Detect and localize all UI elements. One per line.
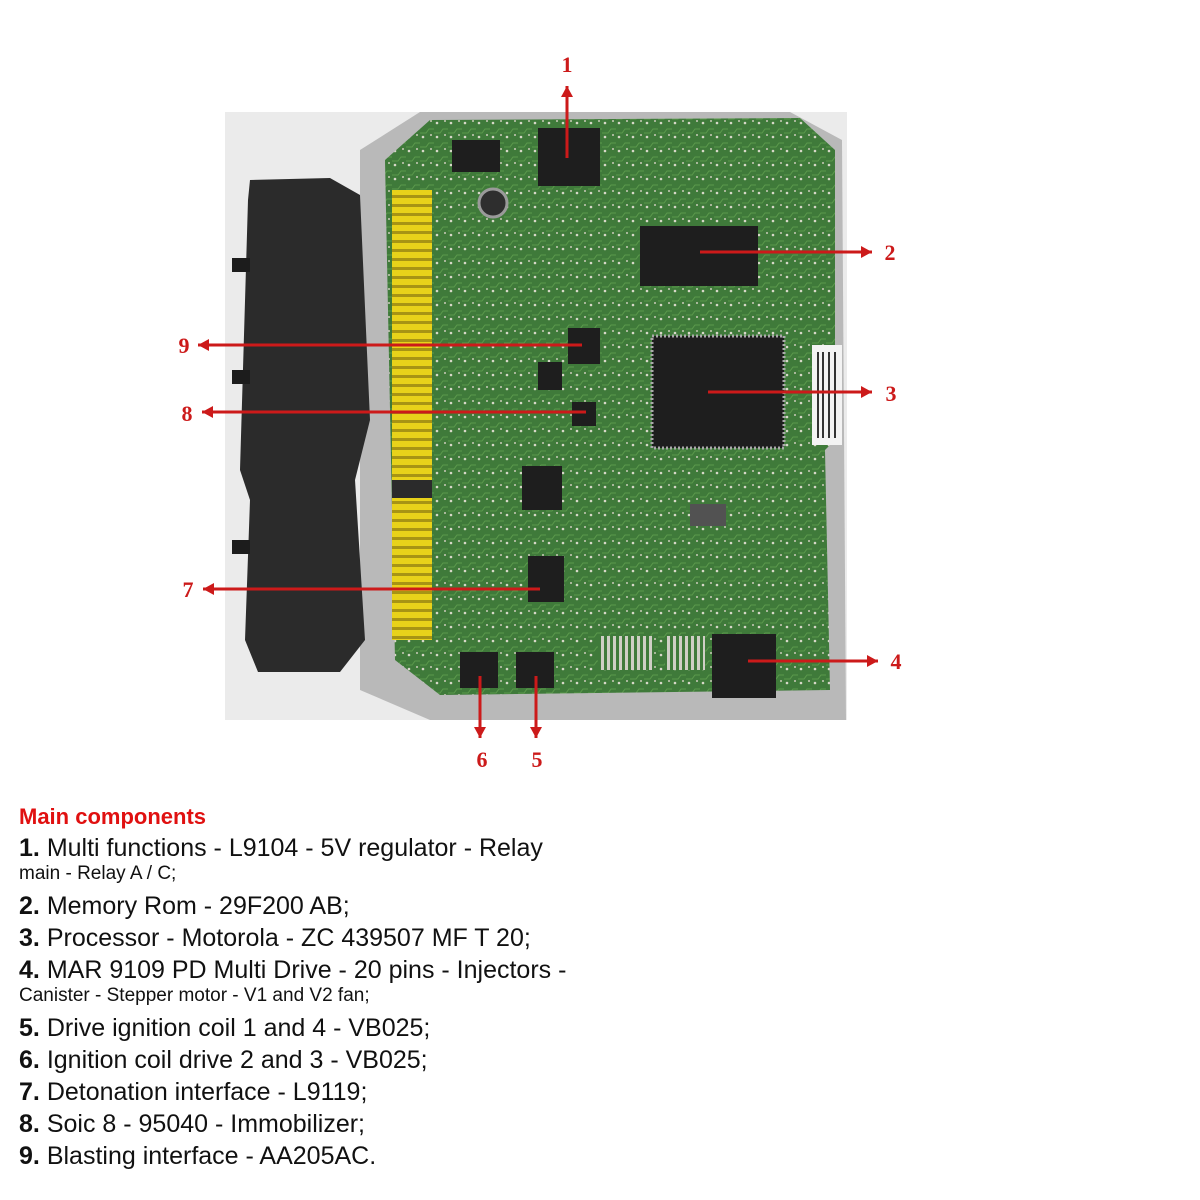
legend-item-number: 3.: [19, 924, 40, 952]
callout-arrowhead-1: [561, 86, 573, 97]
resistor-array-1: [598, 636, 654, 670]
callout-arrowhead-8: [202, 406, 213, 418]
legend-item-text: Processor - Motorola - ZC 439507 MF T 20…: [46, 924, 531, 952]
multi-drive-chip: [712, 634, 776, 698]
legend-item-number: 6.: [19, 1046, 40, 1074]
soic-chip-mid: [538, 362, 562, 390]
legend-item-text: Ignition coil drive 2 and 3 - VB025;: [46, 1046, 428, 1074]
callout-label-7: 7: [183, 577, 194, 602]
legend-item: 1. Multi functions - L9104 - 5V regulato…: [19, 836, 719, 866]
immobilizer-eeprom: [572, 402, 596, 426]
legend-item: 3. Processor - Motorola - ZC 439507 MF T…: [19, 926, 719, 958]
legend-item-text: MAR 9109 PD Multi Drive - 20 pins - Inje…: [46, 956, 567, 984]
callout-arrowhead-3: [861, 386, 872, 398]
callout-label-8: 8: [182, 401, 193, 426]
legend-item-continuation: main - Relay A / C;: [19, 863, 177, 884]
legend-item: 5. Drive ignition coil 1 and 4 - VB025;: [19, 1016, 719, 1048]
legend-item-number: 4.: [19, 956, 40, 984]
callout-label-1: 1: [562, 52, 573, 77]
barcode-label: [812, 345, 842, 445]
components-legend: Main components 1. Multi functions - L91…: [19, 806, 719, 1176]
connector-latch-top: [232, 258, 250, 272]
ecu-connector: [240, 178, 370, 672]
callout-label-5: 5: [532, 747, 543, 772]
pin-strip-gap: [392, 480, 432, 498]
callout-label-6: 6: [477, 747, 488, 772]
callout-arrowhead-9: [198, 339, 209, 351]
callout-arrowhead-4: [867, 655, 878, 667]
crystal: [690, 504, 726, 526]
callout-arrowhead-5: [530, 727, 542, 738]
connector-latch-low: [232, 540, 250, 554]
callout-label-2: 2: [885, 240, 896, 265]
soic-chip-small: [522, 466, 562, 510]
callout-label-9: 9: [179, 333, 190, 358]
legend-item-text: Detonation interface - L9119;: [46, 1078, 368, 1106]
legend-title: Main components: [19, 804, 207, 829]
legend-item: 2. Memory Rom - 29F200 AB;: [19, 894, 719, 926]
legend-item-number: 8.: [19, 1110, 40, 1138]
legend-item: 6. Ignition coil drive 2 and 3 - VB025;: [19, 1048, 719, 1080]
legend-item-number: 7.: [19, 1078, 40, 1106]
legend-item-text: Memory Rom - 29F200 AB;: [46, 892, 350, 920]
legend-item-text: Soic 8 - 95040 - Immobilizer;: [46, 1110, 365, 1138]
capacitor: [477, 187, 509, 219]
legend-item: 8. Soic 8 - 95040 - Immobilizer;: [19, 1112, 719, 1144]
legend-item-number: 9.: [19, 1142, 40, 1170]
legend-item: 4. MAR 9109 PD Multi Drive - 20 pins - I…: [19, 958, 719, 988]
legend-item-text: Drive ignition coil 1 and 4 - VB025;: [46, 1014, 431, 1042]
legend-item: 9. Blasting interface - AA205AC.: [19, 1144, 719, 1176]
memory-rom-chip: [640, 226, 758, 286]
legend-item-text: Blasting interface - AA205AC.: [46, 1142, 377, 1170]
ecu-board-diagram: 1 2 3 4 5 6 7 8 9: [179, 52, 902, 772]
connector-pin-strip: [392, 190, 432, 640]
callout-label-3: 3: [886, 381, 897, 406]
connector-latch-mid: [232, 370, 250, 384]
legend-item: 7. Detonation interface - L9119;: [19, 1080, 719, 1112]
legend-item-text: Multi functions - L9104 - 5V regulator -…: [46, 834, 543, 862]
legend-item-number: 5.: [19, 1014, 40, 1042]
callout-label-4: 4: [891, 649, 902, 674]
resistor-array-2: [665, 636, 705, 670]
legend-item-number: 1.: [19, 834, 40, 862]
legend-item-number: 2.: [19, 892, 40, 920]
legend-item-continuation: Canister - Stepper motor - V1 and V2 fan…: [19, 985, 370, 1006]
detonation-interface-chip: [528, 556, 564, 602]
callout-arrowhead-6: [474, 727, 486, 738]
callout-arrowhead-2: [861, 246, 872, 258]
power-transistor: [452, 140, 500, 172]
multi-function-chip: [538, 128, 600, 186]
callout-arrowhead-7: [203, 583, 214, 595]
